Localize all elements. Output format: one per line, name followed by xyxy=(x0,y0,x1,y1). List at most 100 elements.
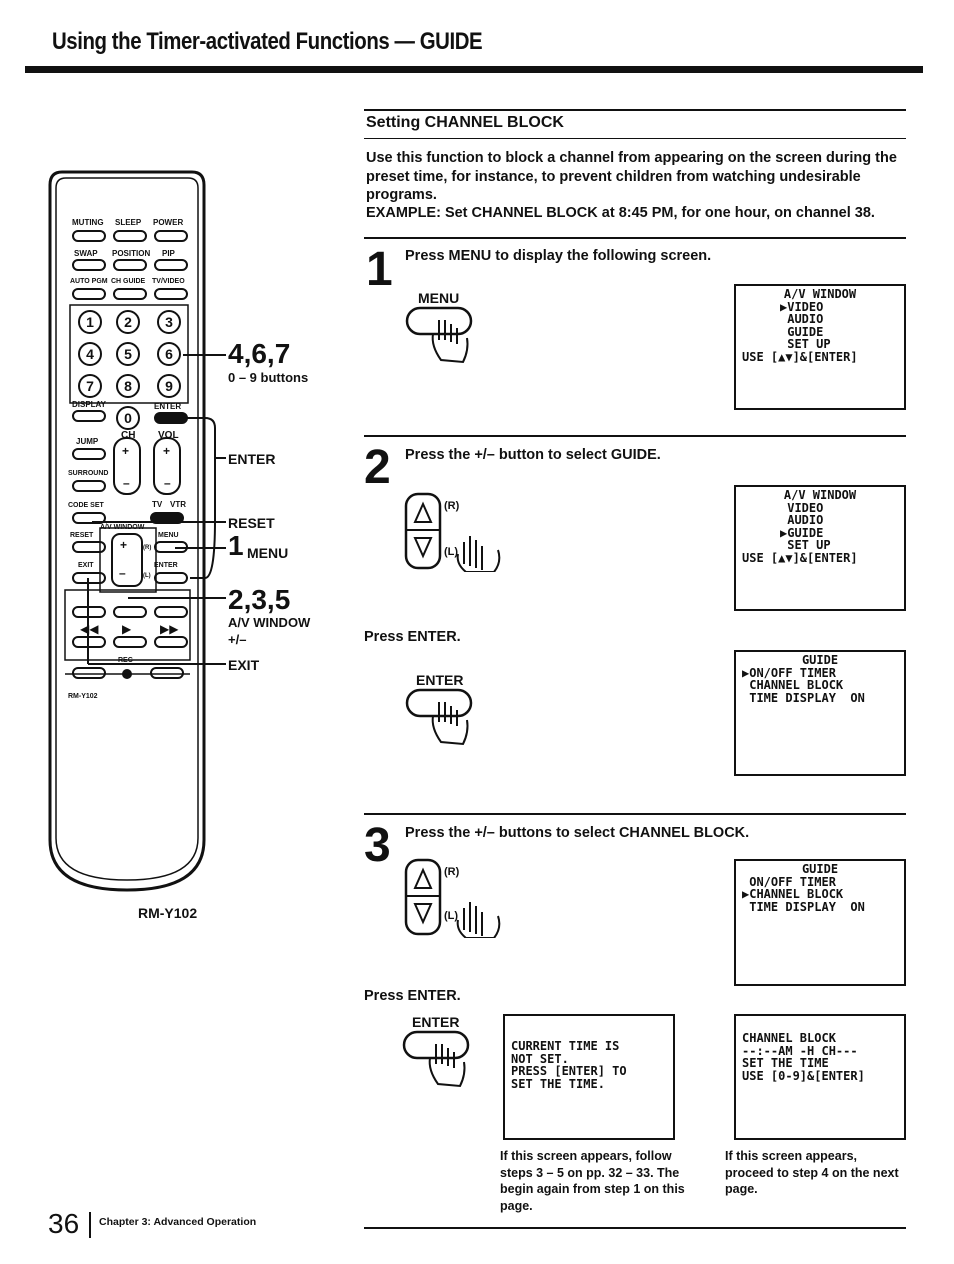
step2-plus-minus-illustration xyxy=(402,492,512,577)
sleep-button[interactable] xyxy=(113,230,147,242)
av-plus[interactable]: + xyxy=(120,538,128,552)
callout-reset: RESET xyxy=(228,515,275,531)
enter-button[interactable] xyxy=(154,412,188,424)
step2-l-label: (L) xyxy=(444,546,459,558)
fast-forward-icon: ▶▶ xyxy=(160,622,179,636)
menu-button[interactable] xyxy=(154,541,188,553)
ch-minus[interactable]: – xyxy=(123,476,130,490)
pip-button[interactable] xyxy=(154,259,188,271)
reset-label: RESET xyxy=(70,532,94,539)
code-set-button[interactable] xyxy=(72,512,106,524)
tv-video-button[interactable] xyxy=(154,288,188,300)
screen-line: USE [▲▼]&[ENTER] xyxy=(742,349,858,364)
pip-label: PIP xyxy=(162,249,175,258)
transport-button-2[interactable] xyxy=(113,606,147,618)
av-minus[interactable]: – xyxy=(119,566,126,580)
auto-pgm-button[interactable] xyxy=(72,288,106,300)
jump-button[interactable] xyxy=(72,448,106,460)
step3-number: 3 xyxy=(364,819,391,872)
sleep-label: SLEEP xyxy=(115,218,142,227)
transport-button-3[interactable] xyxy=(154,606,188,618)
menu-label: MENU xyxy=(158,532,179,539)
hand-press-icon xyxy=(405,306,473,364)
enter-button-2[interactable] xyxy=(154,572,188,584)
vol-plus[interactable]: + xyxy=(163,444,171,458)
fast-forward-button[interactable] xyxy=(154,636,188,648)
screen-line: TIME DISPLAY ON xyxy=(742,899,865,914)
auto-pgm-label: AUTO PGM xyxy=(70,278,108,285)
digit-4-button[interactable]: 4 xyxy=(78,342,102,366)
digit-8-button[interactable]: 8 xyxy=(116,374,140,398)
muting-button[interactable] xyxy=(72,230,106,242)
exit-button[interactable] xyxy=(72,572,106,584)
section-title: Setting CHANNEL BLOCK xyxy=(366,114,564,131)
tv-vtr-switch[interactable] xyxy=(150,512,184,524)
display-button[interactable] xyxy=(72,410,106,422)
transport-button-1[interactable] xyxy=(72,606,106,618)
rec-button-left[interactable] xyxy=(72,667,106,679)
screen-line: A/V WINDOW xyxy=(783,287,857,301)
remote-model: RM-Y102 xyxy=(138,905,198,921)
screen-line: SET UP xyxy=(780,337,831,351)
swap-button[interactable] xyxy=(72,259,106,271)
av-l-label: (L) xyxy=(143,573,151,579)
screen-line: USE [0-9]&[ENTER] xyxy=(742,1068,865,1083)
screen-line: A/V WINDOW xyxy=(783,488,857,502)
screen-line: SET THE TIME xyxy=(742,1056,829,1070)
ch-guide-label: CH GUIDE xyxy=(111,278,146,285)
surround-button[interactable] xyxy=(72,480,106,492)
digit-6-button[interactable]: 6 xyxy=(157,342,181,366)
plus-minus-button-icon xyxy=(404,492,501,573)
step1-menu-button-illustration xyxy=(405,306,485,375)
step3-enter-button-illustration xyxy=(402,1030,482,1099)
digit-9-button[interactable]: 9 xyxy=(157,374,181,398)
callout-plus-minus: +/– xyxy=(228,632,247,647)
screen-line: ▶GUIDE xyxy=(780,525,824,540)
step3-note-a: If this screen appears, follow steps 3 –… xyxy=(500,1149,685,1213)
step2-r-label: (R) xyxy=(444,500,460,512)
footer-rule xyxy=(364,1227,906,1229)
callout-exit: EXIT xyxy=(228,657,260,673)
screen-line: PRESS [ENTER] TO xyxy=(511,1064,627,1078)
digit-5-button[interactable]: 5 xyxy=(116,342,140,366)
enter-label: ENTER xyxy=(154,402,182,411)
ch-guide-button[interactable] xyxy=(113,288,147,300)
enter-label-2: ENTER xyxy=(154,562,178,569)
step2-press-enter: Press ENTER. xyxy=(364,629,461,645)
screen-line: GUIDE xyxy=(780,324,824,339)
step1-number: 1 xyxy=(366,243,393,296)
callout-digits-steps: 4,6,7 xyxy=(228,338,291,369)
rec-button-right[interactable] xyxy=(150,667,184,679)
digit-1-button[interactable]: 1 xyxy=(78,310,102,334)
tv-label: TV xyxy=(152,500,163,509)
callout-av-steps: 2,3,5 xyxy=(228,584,291,615)
footer-divider xyxy=(89,1212,91,1238)
vol-minus[interactable]: – xyxy=(164,476,171,490)
step3-time-not-set-screen: CURRENT TIME IS NOT SET. PRESS [ENTER] T… xyxy=(503,1014,675,1140)
tv-video-label: TV/VIDEO xyxy=(152,278,185,285)
play-button[interactable] xyxy=(113,636,147,648)
hand-press-icon xyxy=(405,688,473,746)
step2-guide-screen: GUIDE ▶ON/OFF TIMER CHANNEL BLOCK TIME D… xyxy=(734,650,906,776)
screen-line: NOT SET. xyxy=(511,1051,569,1066)
digit-0-button[interactable]: 0 xyxy=(116,406,140,430)
screen-line: AUDIO xyxy=(780,312,824,326)
rec-label: REC xyxy=(118,657,133,664)
step2-enter-label: ENTER xyxy=(416,672,464,688)
surround-label: SURROUND xyxy=(68,470,109,477)
reset-button[interactable] xyxy=(72,541,106,553)
screen-line: GUIDE xyxy=(801,862,839,876)
exit-label: EXIT xyxy=(78,562,94,569)
display-label: DISPLAY xyxy=(72,400,106,409)
digit-2-button[interactable]: 2 xyxy=(116,310,140,334)
digit-3-button[interactable]: 3 xyxy=(157,310,181,334)
remote-model-small: RM-Y102 xyxy=(68,693,98,700)
step2-enter-button-illustration xyxy=(405,688,485,757)
ch-plus[interactable]: + xyxy=(122,444,130,458)
screen-line: TIME DISPLAY ON xyxy=(742,690,865,705)
position-button[interactable] xyxy=(113,259,147,271)
power-button[interactable] xyxy=(154,230,188,242)
rewind-button[interactable] xyxy=(72,636,106,648)
digit-7-button[interactable]: 7 xyxy=(78,374,102,398)
position-label: POSITION xyxy=(112,249,151,258)
